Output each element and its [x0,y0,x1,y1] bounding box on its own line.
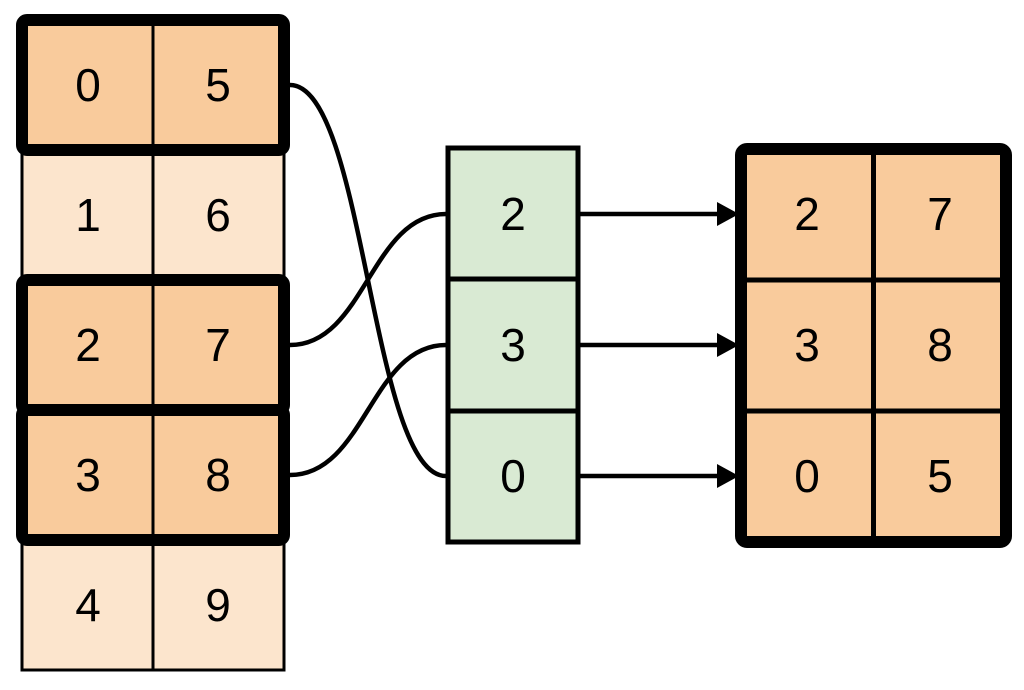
source-cell-value: 7 [205,319,231,371]
index-cell-value: 3 [500,319,526,371]
source-cell-value: 6 [205,189,231,241]
result-cell [871,408,1009,545]
result-table-outline [735,143,1012,548]
result-table: 2 7 3 8 0 5 [735,143,1012,548]
result-cell-value: 2 [794,188,820,240]
source-to-index-connectors [289,82,447,479]
source-cell [151,408,286,542]
source-cell [151,278,286,412]
result-cell-value: 0 [794,450,820,502]
source-cell [151,148,286,282]
curve-connector-row3 [289,342,447,478]
result-cell [738,408,876,545]
index-column: 2 3 0 [445,145,581,545]
source-cell-value: 5 [205,59,231,111]
source-cell [151,538,286,672]
source-row-highlight-outline [16,404,290,546]
source-cell-value: 1 [75,189,101,241]
source-cell [20,148,155,282]
index-to-result-arrows [578,202,739,488]
result-cell-value: 8 [927,319,953,371]
index-cell [445,276,581,414]
curve-connector-row2 [289,211,447,348]
arrow-head-icon [717,464,739,488]
source-table: 0 5 1 6 2 7 3 8 4 9 [16,14,290,672]
source-row-highlight-outline [16,14,290,156]
source-cell-value: 4 [75,579,101,631]
source-cell-value: 3 [75,449,101,501]
index-cell [445,145,581,282]
index-cell-value: 2 [500,188,526,240]
result-cell-value: 7 [927,188,953,240]
source-cell-value: 0 [75,59,101,111]
arrow-head-icon [717,333,739,357]
result-cell-value: 3 [794,319,820,371]
source-cell-value: 9 [205,579,231,631]
index-cell [445,408,581,545]
index-cell-value: 0 [500,450,526,502]
source-cell [151,18,286,152]
result-cell-value: 5 [927,450,953,502]
source-cell-value: 8 [205,449,231,501]
source-cell-value: 2 [75,319,101,371]
arrow-head-icon [717,202,739,226]
